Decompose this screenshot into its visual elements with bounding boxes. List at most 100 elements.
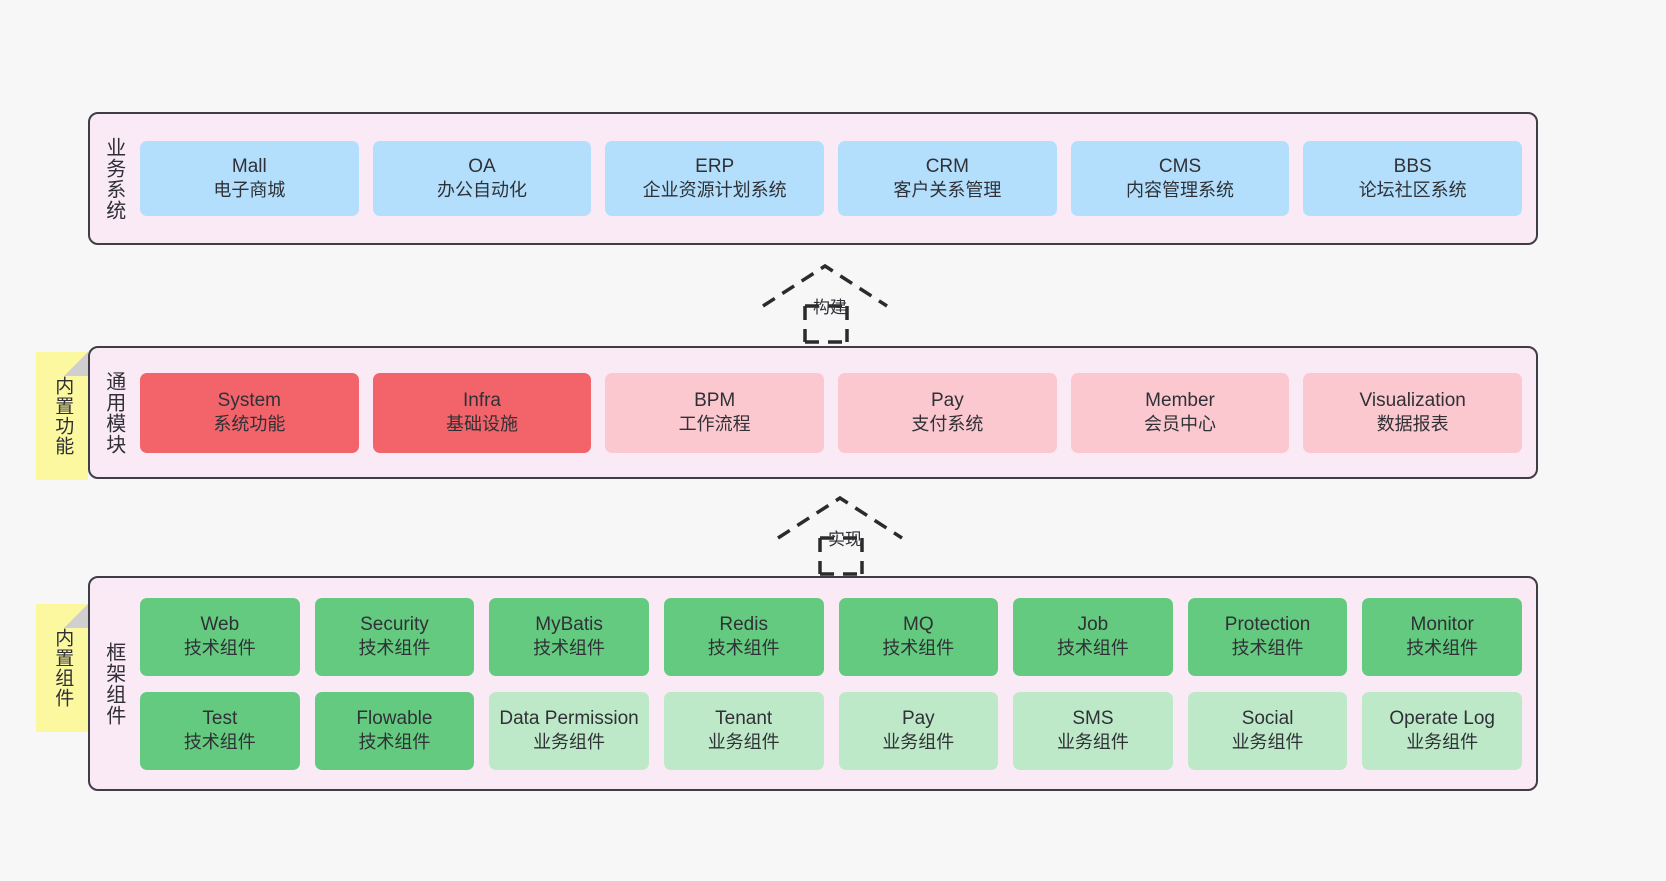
module-card-name: Protection bbox=[1224, 613, 1311, 635]
module-card-subtitle: 技术组件 bbox=[882, 638, 955, 659]
module-card-name: System bbox=[217, 389, 282, 411]
module-card-name: Pay bbox=[901, 707, 935, 729]
module-card-member[interactable]: Member 会员中心 bbox=[1070, 372, 1290, 453]
implement-connector-label: 实现 bbox=[828, 530, 862, 549]
module-card-name: Web bbox=[200, 613, 240, 635]
module-card-name: Security bbox=[360, 613, 429, 635]
module-card-name: MyBatis bbox=[535, 613, 603, 635]
module-card-name: Redis bbox=[719, 613, 768, 635]
module-card-mall[interactable]: Mall 电子商城 bbox=[140, 141, 359, 216]
module-card-subtitle: 技术组件 bbox=[1056, 638, 1129, 659]
module-card-subtitle: 技术组件 bbox=[1231, 638, 1304, 659]
module-card-name: Monitor bbox=[1410, 613, 1474, 635]
module-card-subtitle: 企业资源计划系统 bbox=[642, 180, 787, 201]
module-card-job[interactable]: Job 技术组件 bbox=[1013, 597, 1173, 676]
module-card-subtitle: 技术组件 bbox=[183, 732, 256, 753]
module-card-name: ERP bbox=[695, 155, 735, 177]
module-card-social[interactable]: Social 业务组件 bbox=[1187, 691, 1348, 770]
module-card-name: Pay bbox=[930, 389, 964, 411]
module-card-redis[interactable]: Redis 技术组件 bbox=[663, 597, 824, 676]
layer-title-business-systems: 业务系统 bbox=[102, 136, 125, 221]
module-card-name: BPM bbox=[694, 389, 736, 411]
module-card-subtitle: 业务组件 bbox=[1056, 732, 1129, 753]
module-card-subtitle: 技术组件 bbox=[707, 638, 780, 659]
module-card-subtitle: 业务组件 bbox=[707, 732, 780, 753]
module-card-crm[interactable]: CRM 客户关系管理 bbox=[838, 141, 1057, 216]
module-card-subtitle: 客户关系管理 bbox=[893, 180, 1002, 201]
module-card-name: Operate Log bbox=[1389, 707, 1495, 729]
module-card-subtitle: 系统功能 bbox=[213, 414, 286, 435]
module-card-subtitle: 业务组件 bbox=[1231, 732, 1304, 753]
module-card-name: Test bbox=[202, 707, 238, 729]
module-card-protection[interactable]: Protection 技术组件 bbox=[1187, 597, 1348, 676]
sticky-note-builtin-features: 内置功能 bbox=[36, 352, 88, 480]
layer-title-common-modules: 通用模块 bbox=[102, 370, 125, 455]
module-card-tenant[interactable]: Tenant 业务组件 bbox=[663, 691, 824, 770]
layer-title-framework-components: 框架组件 bbox=[102, 641, 125, 726]
module-card-security[interactable]: Security 技术组件 bbox=[314, 597, 475, 676]
module-card-subtitle: 技术组件 bbox=[533, 638, 606, 659]
module-card-name: Job bbox=[1077, 613, 1109, 635]
module-card-name: SMS bbox=[1072, 707, 1114, 729]
module-card-subtitle: 电子商城 bbox=[213, 180, 286, 201]
module-card-mq[interactable]: MQ 技术组件 bbox=[838, 597, 999, 676]
module-card-name: Social bbox=[1241, 707, 1294, 729]
module-card-subtitle: 工作流程 bbox=[678, 414, 751, 435]
module-card-name: MQ bbox=[903, 613, 934, 635]
module-card-subtitle: 技术组件 bbox=[358, 638, 431, 659]
module-card-subtitle: 论坛社区系统 bbox=[1358, 180, 1467, 201]
module-card-name: OA bbox=[468, 155, 496, 177]
module-card-name: Mall bbox=[231, 155, 267, 177]
module-card-subtitle: 基础设施 bbox=[446, 414, 518, 435]
build-connector-label: 构建 bbox=[813, 298, 847, 317]
module-card-system[interactable]: System 系统功能 bbox=[140, 372, 359, 453]
module-card-operate-log[interactable]: Operate Log 业务组件 bbox=[1362, 691, 1522, 770]
module-card-subtitle: 业务组件 bbox=[1406, 732, 1479, 753]
module-card-name: Infra bbox=[462, 389, 502, 411]
module-card-subtitle: 会员中心 bbox=[1144, 414, 1217, 435]
sticky-note-builtin-components: 内置组件 bbox=[36, 604, 88, 732]
module-card-name: CMS bbox=[1158, 155, 1202, 177]
module-card-test[interactable]: Test 技术组件 bbox=[140, 691, 300, 770]
sticky-note-builtin-components-label: 内置组件 bbox=[52, 628, 74, 708]
layer-business-systems: 业务系统 Mall 电子商城 OA 办公自动化 ERP 企业资源计划系统 CRM 客户关系管理… bbox=[88, 112, 1538, 245]
sticky-note-builtin-features-label: 内置功能 bbox=[52, 376, 74, 456]
module-card-flowable[interactable]: Flowable 技术组件 bbox=[314, 691, 475, 770]
layer-body-business-systems: Mall 电子商城 OA 办公自动化 ERP 企业资源计划系统 CRM 客户关系管理 CMS 内容… bbox=[136, 114, 1536, 243]
module-card-subtitle: 内容管理系统 bbox=[1126, 180, 1235, 201]
module-card-erp[interactable]: ERP 企业资源计划系统 bbox=[605, 141, 825, 216]
module-card-oa[interactable]: OA 办公自动化 bbox=[372, 141, 592, 216]
module-card-mybatis[interactable]: MyBatis 技术组件 bbox=[489, 597, 649, 676]
module-card-bpm[interactable]: BPM 工作流程 bbox=[605, 372, 825, 453]
implement-connector: 实现 bbox=[770, 490, 915, 576]
module-card-name: Data Permission bbox=[499, 707, 639, 729]
module-card-cms[interactable]: CMS 内容管理系统 bbox=[1070, 141, 1290, 216]
module-card-pay[interactable]: Pay 业务组件 bbox=[838, 691, 999, 770]
module-card-data-permission[interactable]: Data Permission 业务组件 bbox=[489, 691, 649, 770]
module-card-subtitle: 业务组件 bbox=[882, 732, 955, 753]
module-card-name: Tenant bbox=[715, 707, 773, 729]
module-card-subtitle: 技术组件 bbox=[358, 732, 431, 753]
module-card-subtitle: 技术组件 bbox=[183, 638, 256, 659]
module-card-infra[interactable]: Infra 基础设施 bbox=[372, 372, 592, 453]
module-card-subtitle: 业务组件 bbox=[533, 732, 606, 753]
module-card-subtitle: 办公自动化 bbox=[437, 180, 527, 201]
module-card-subtitle: 数据报表 bbox=[1376, 414, 1449, 435]
module-card-name: Member bbox=[1145, 389, 1215, 411]
module-card-name: CRM bbox=[925, 155, 969, 177]
module-card-sms[interactable]: SMS 业务组件 bbox=[1013, 691, 1173, 770]
module-card-web[interactable]: Web 技术组件 bbox=[140, 597, 300, 676]
module-card-name: Flowable bbox=[356, 707, 433, 729]
build-connector: 构建 bbox=[755, 258, 900, 344]
